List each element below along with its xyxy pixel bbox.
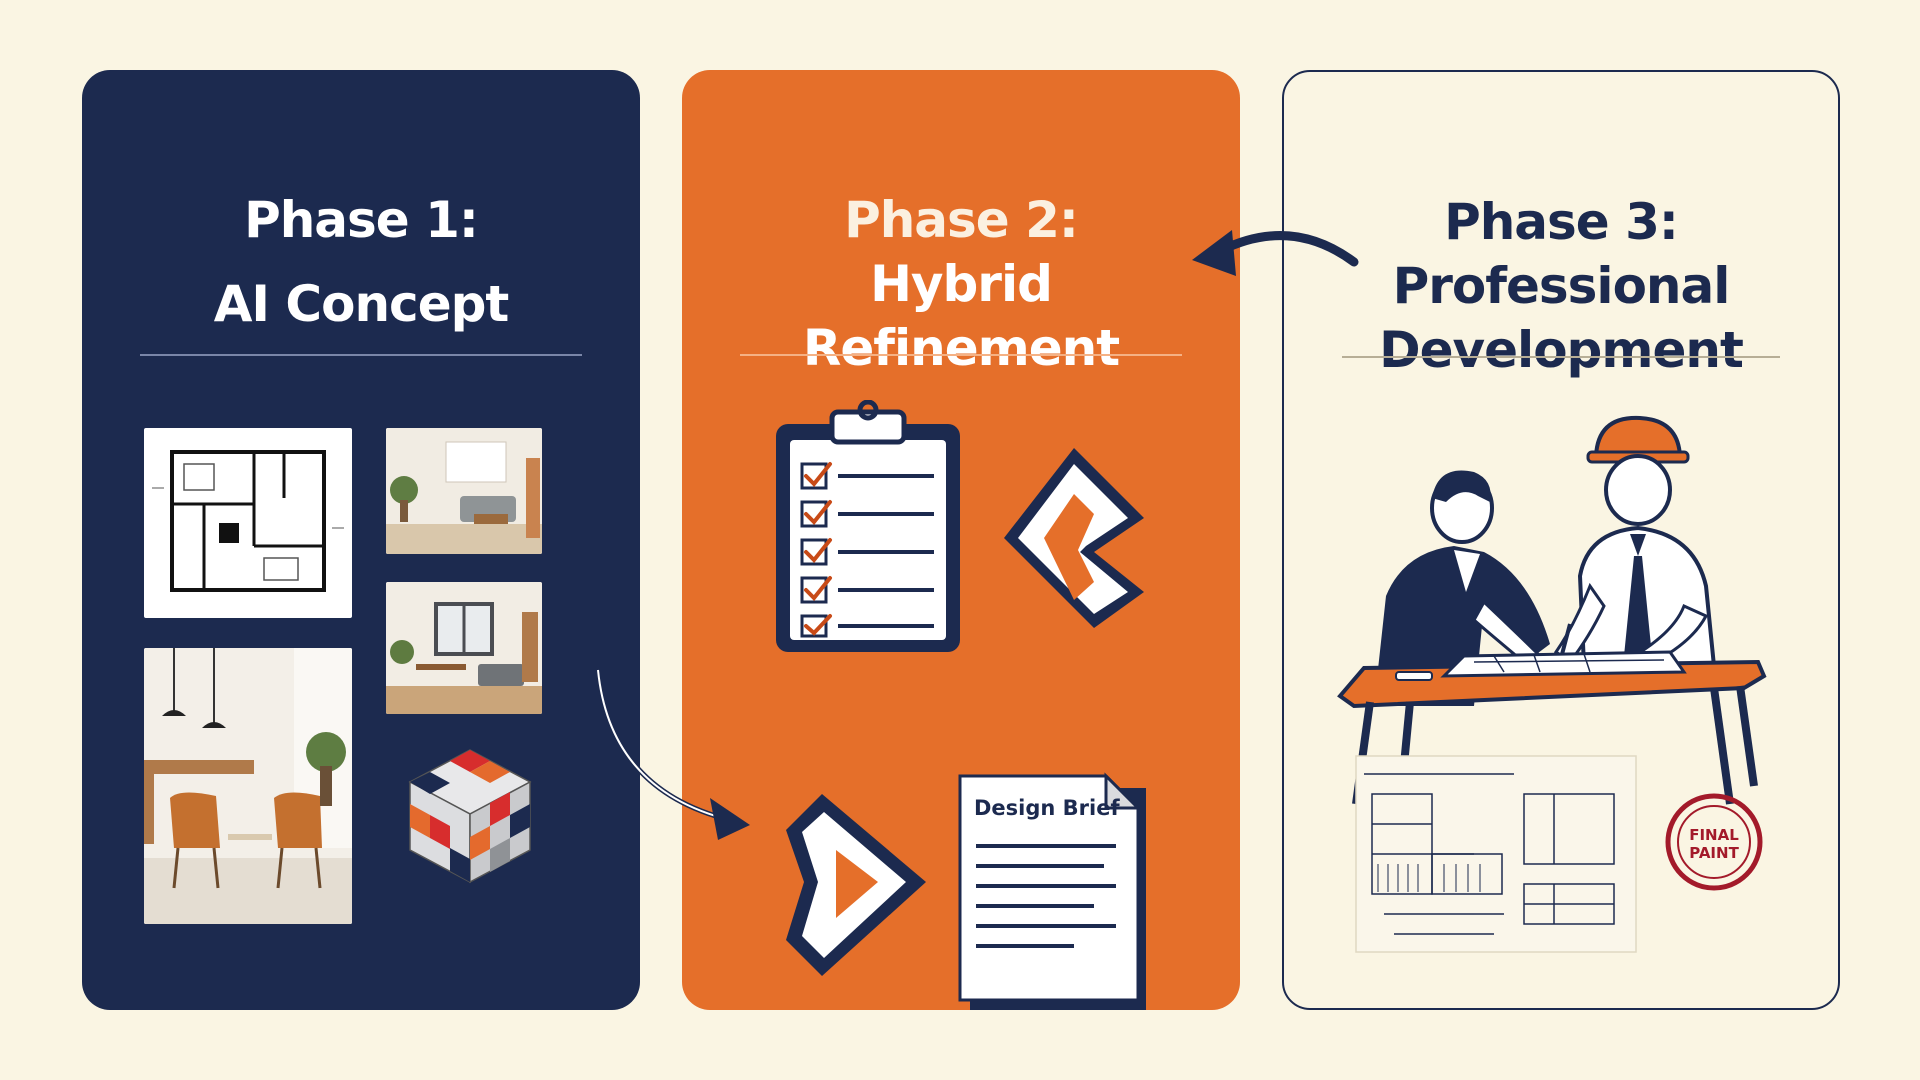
phase-1-to-2-arrow	[595, 669, 750, 840]
architects-collaborating-icon	[1334, 406, 1784, 816]
refine-chevron-icon	[994, 442, 1152, 634]
phase-2-heading: Phase 2:	[844, 191, 1079, 249]
lounge-photo	[144, 648, 352, 924]
phase-1-panel: Phase 1: AI Concept	[82, 70, 640, 1010]
phase-2-title: Phase 2: Hybrid Refinement	[682, 188, 1240, 380]
phase-1-subtitle: AI Concept	[213, 275, 510, 333]
phase-3-subtitle-line2: Development	[1379, 321, 1744, 379]
phase-2-subtitle-line1: Hybrid	[870, 255, 1053, 313]
stamp-line-2: PAINT	[1689, 844, 1739, 862]
phase-3-divider	[1342, 356, 1780, 358]
phase-3-heading: Phase 3:	[1444, 193, 1679, 251]
phase-2-panel: Phase 2: Hybrid Refinement	[682, 70, 1240, 1010]
phase-1-heading: Phase 1:	[244, 191, 479, 249]
phase-1-title: Phase 1: AI Concept	[82, 188, 640, 336]
stamp-line-1: FINAL	[1689, 826, 1739, 844]
document-icon: Design Brief	[954, 770, 1150, 1010]
phase-1-divider	[140, 354, 582, 356]
phase-3-title: Phase 3: Professional Development	[1284, 190, 1838, 382]
forward-chevron-icon	[782, 790, 930, 980]
clipboard-checklist-icon	[770, 399, 966, 658]
phase-3-panel: Phase 3: Professional Development	[1282, 70, 1840, 1010]
blueprint-sketch	[1354, 754, 1638, 954]
approval-stamp-icon: FINAL PAINT	[1664, 792, 1764, 892]
living-room-photo	[386, 428, 542, 554]
phase-2-divider	[740, 354, 1182, 356]
dining-room-photo	[386, 582, 542, 714]
phase-3-subtitle-line1: Professional	[1392, 257, 1731, 315]
phase-3-to-2-arrow	[1192, 230, 1359, 276]
floor-plan-icon	[144, 428, 352, 618]
document-title: Design Brief	[974, 796, 1120, 820]
color-cube-icon	[400, 740, 540, 890]
phase-2-subtitle-line2: Refinement	[802, 319, 1120, 377]
